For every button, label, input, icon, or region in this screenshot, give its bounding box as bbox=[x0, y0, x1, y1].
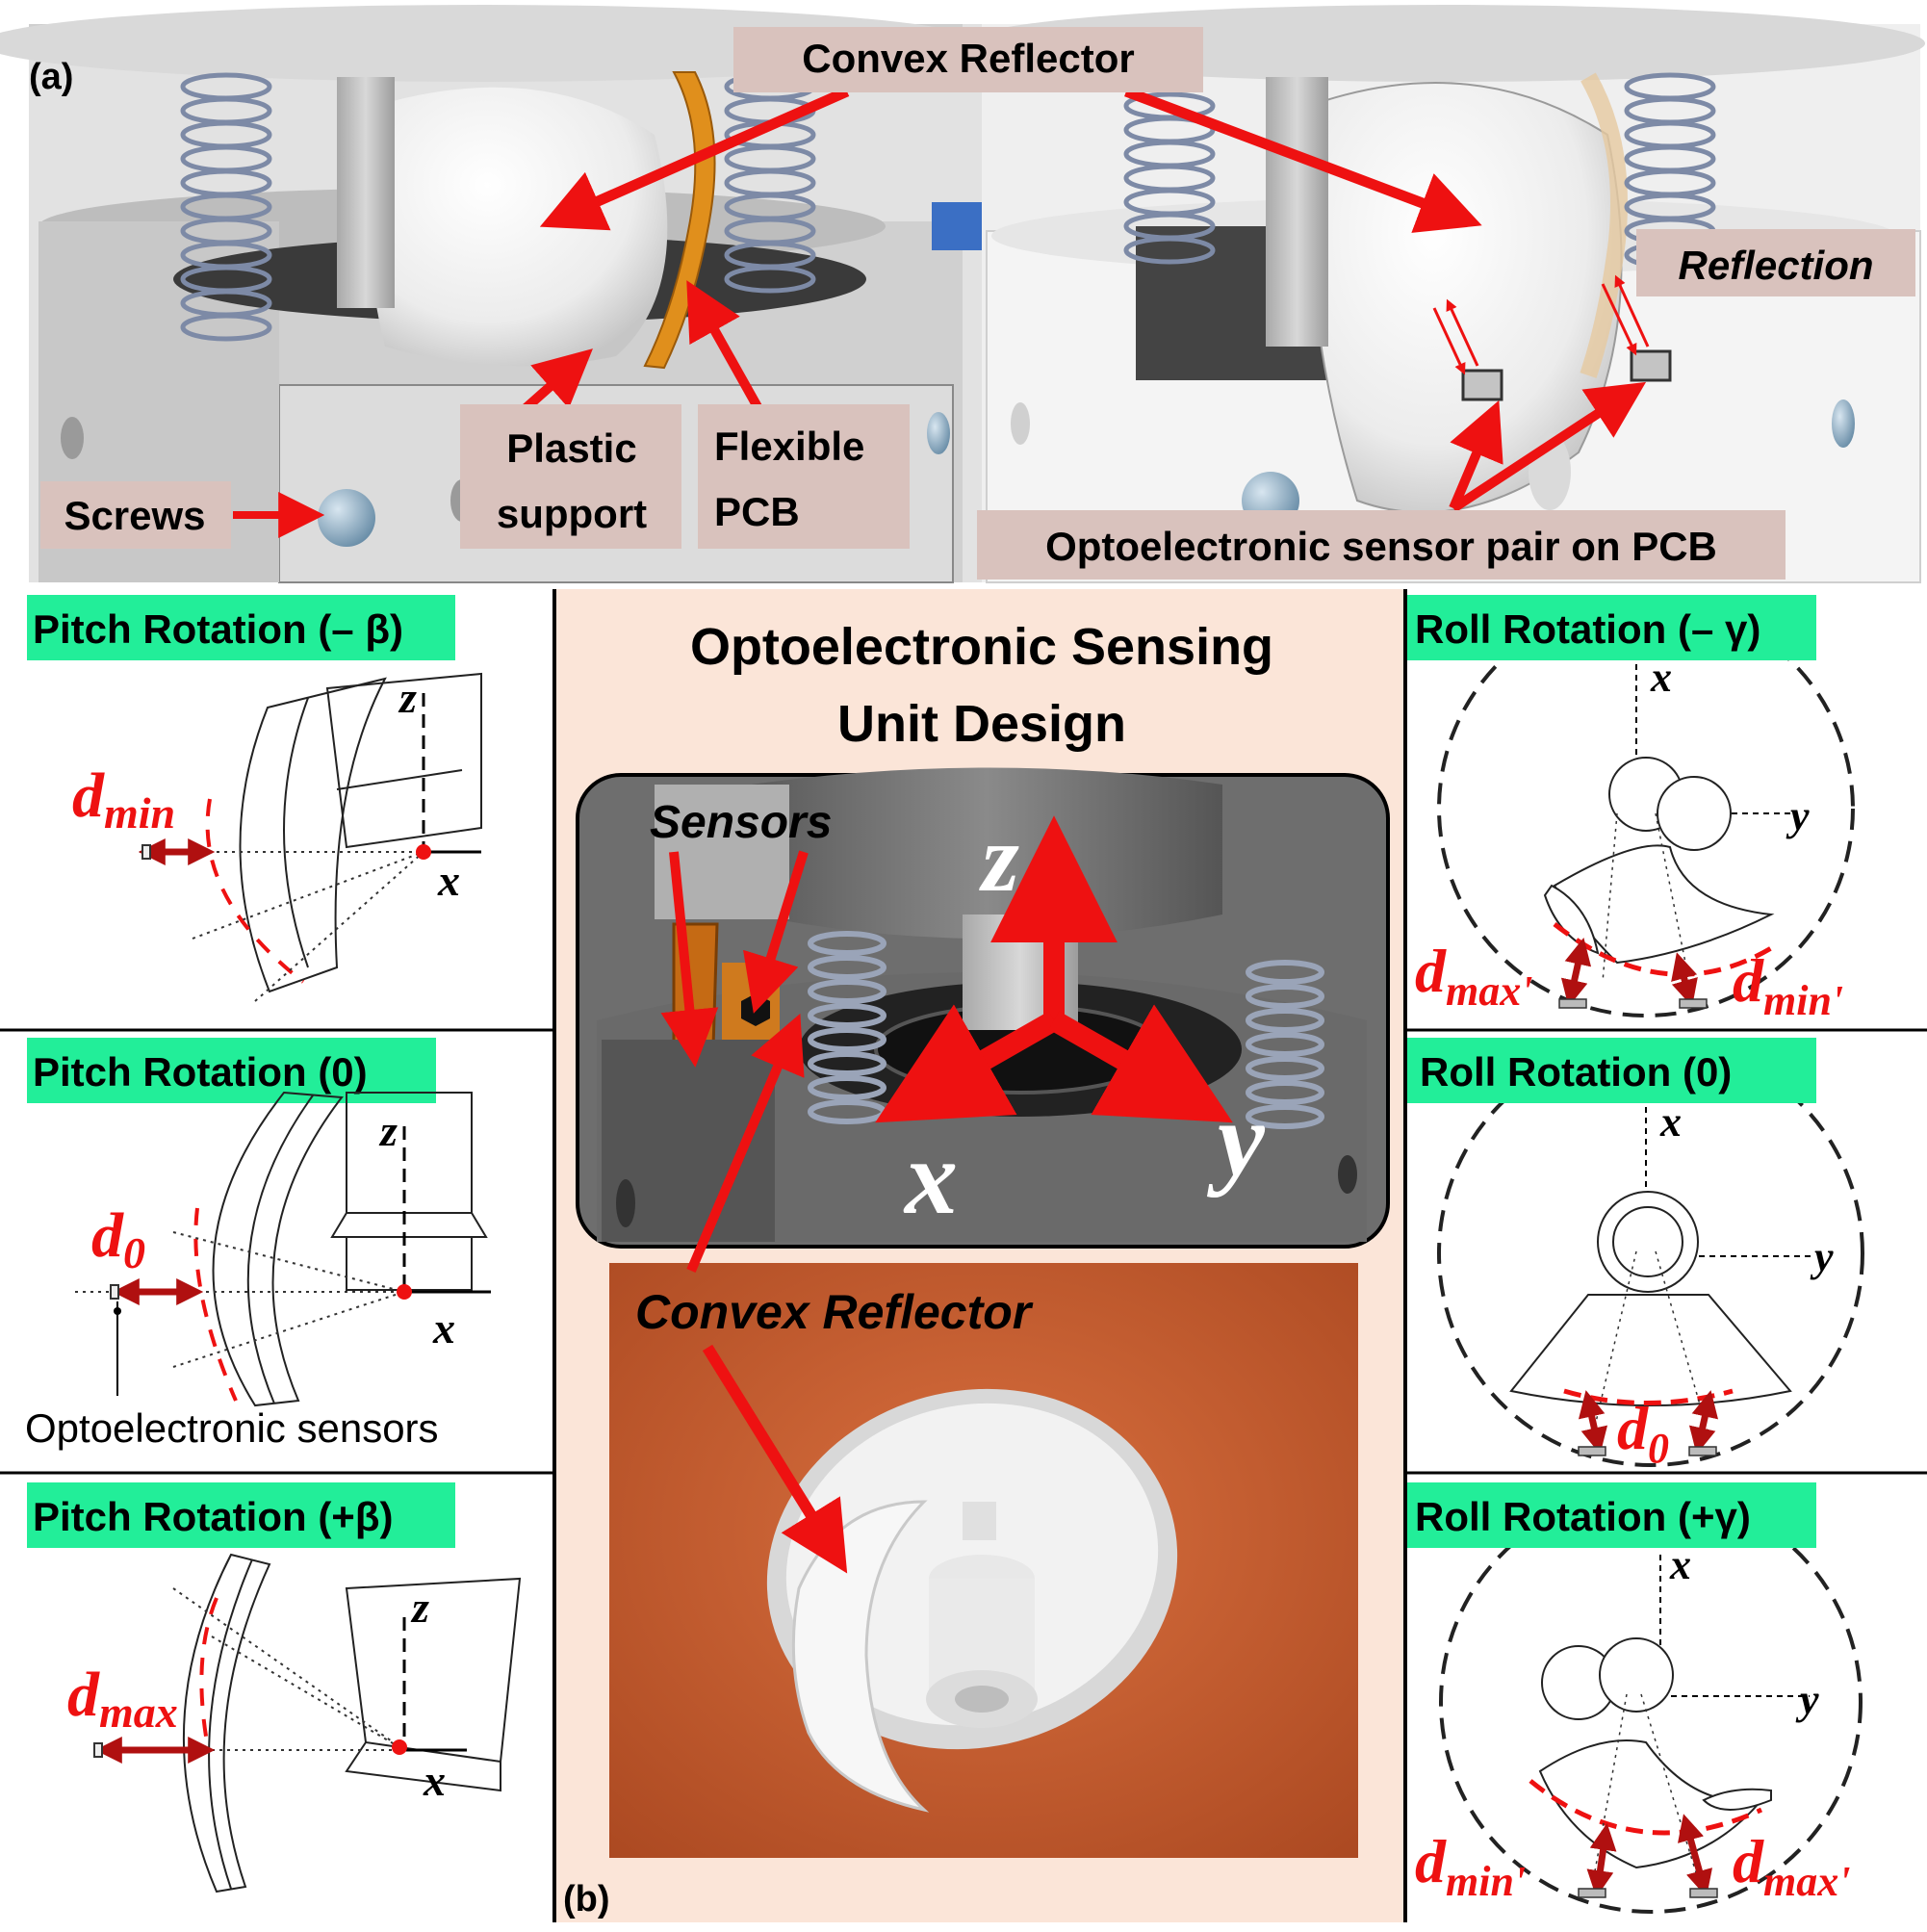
pitch-minus-title: Pitch Rotation (– β) bbox=[33, 606, 403, 652]
pitch-zero-axis-x: x bbox=[432, 1303, 455, 1352]
roll-plus: x y dmin' dmax' Roll Rotation (+γ) bbox=[1407, 1482, 1863, 1914]
spring-right-1 bbox=[1123, 91, 1216, 265]
roll-column: x y dmax' dmin' Roll Rotation (– γ) bbox=[1405, 595, 1927, 1914]
roll-zero: x y d0 Roll Rotation (0) bbox=[1407, 1038, 1864, 1472]
pitch-minus-axis-z: z bbox=[398, 673, 417, 722]
sensor-left bbox=[1461, 369, 1503, 401]
roll-zero-axis-x: x bbox=[1659, 1098, 1682, 1146]
panel-b-title-2: Unit Design bbox=[837, 695, 1126, 753]
roll-minus-title: Roll Rotation (– γ) bbox=[1415, 606, 1760, 652]
reflection-tag bbox=[1636, 229, 1915, 296]
pitch-zero-title: Pitch Rotation (0) bbox=[33, 1049, 368, 1095]
panel-a-label: (a) bbox=[29, 57, 73, 97]
pitch-plus-d: dmax bbox=[67, 1660, 178, 1737]
roll-plus-axis-x: x bbox=[1669, 1541, 1691, 1588]
roll-plus-title: Roll Rotation (+γ) bbox=[1415, 1494, 1751, 1539]
pitch-minus-axis-x: x bbox=[437, 856, 460, 905]
axis-z-label: z bbox=[979, 805, 1019, 912]
screw-hole bbox=[1011, 402, 1030, 445]
pitch-zero: Pitch Rotation (0) z x d0 Optoelectronic bbox=[25, 1038, 491, 1451]
axes-triad bbox=[875, 815, 1233, 1123]
axis-x-label: x bbox=[903, 1119, 958, 1236]
pitch-column: Pitch Rotation (– β) z x dmin Pitch Rota bbox=[0, 595, 554, 1893]
reflection-label: Reflection bbox=[1678, 243, 1873, 288]
sensor-pair-label: Optoelectronic sensor pair on PCB bbox=[1045, 524, 1717, 569]
flexible-pcb-tag bbox=[698, 404, 910, 549]
roll-zero-d: d0 bbox=[1617, 1394, 1669, 1472]
panel-b: Optoelectronic Sensing Unit Design bbox=[552, 589, 1407, 1922]
optoelectronic-sensors-label: Optoelectronic sensors bbox=[25, 1405, 439, 1451]
pitch-zero-d: d0 bbox=[91, 1200, 145, 1277]
spring-left-1 bbox=[180, 72, 272, 342]
pitch-minus-d: dmin bbox=[72, 760, 175, 837]
roll-minus: x y dmax' dmin' Roll Rotation (– γ) bbox=[1407, 595, 1855, 1024]
sensor-pair-tag bbox=[977, 510, 1786, 580]
roll-plus-axis-y: y bbox=[1795, 1676, 1819, 1723]
sensor-right bbox=[1630, 349, 1672, 382]
roll-zero-axis-y: y bbox=[1810, 1233, 1834, 1280]
pitch-plus: Pitch Rotation (+β) z x dmax bbox=[27, 1482, 522, 1893]
sensors-label: Sensors bbox=[650, 797, 832, 848]
screw-hole bbox=[61, 417, 84, 459]
convex-reflector-label: Convex Reflector bbox=[802, 36, 1134, 81]
convex-reflector-label-b: Convex Reflector bbox=[635, 1285, 1034, 1339]
roll-minus-axis-y: y bbox=[1786, 792, 1810, 839]
flexible-pcb-label-2: PCB bbox=[714, 489, 800, 534]
screw-hole bbox=[927, 412, 950, 454]
plastic-support-tag bbox=[460, 404, 681, 549]
panel-b-title-1: Optoelectronic Sensing bbox=[690, 618, 1273, 676]
pitch-minus: Pitch Rotation (– β) z x dmin bbox=[27, 595, 482, 1002]
screw-hole bbox=[1832, 399, 1855, 448]
flexible-pcb-label-1: Flexible bbox=[714, 424, 864, 469]
plastic-support-label-2: support bbox=[497, 491, 647, 536]
plastic-support-label-1: Plastic bbox=[506, 425, 636, 471]
roll-minus-d-right: dmin' bbox=[1733, 946, 1843, 1024]
screw-head bbox=[318, 489, 375, 547]
pitch-plus-axis-z: z bbox=[410, 1583, 429, 1632]
panel-a: (a) Convex Reflector Reflection Screws P… bbox=[0, 5, 1925, 583]
screws-label: Screws bbox=[64, 493, 205, 538]
roll-minus-d-left: dmax' bbox=[1415, 937, 1532, 1015]
roll-plus-d-left: dmin' bbox=[1415, 1827, 1526, 1905]
roll-plus-d-right: dmax' bbox=[1733, 1827, 1850, 1905]
roll-zero-title: Roll Rotation (0) bbox=[1420, 1049, 1732, 1095]
reflector-photo bbox=[609, 1263, 1358, 1858]
roll-minus-axis-x: x bbox=[1650, 654, 1672, 701]
pitch-zero-axis-z: z bbox=[378, 1106, 398, 1155]
pitch-plus-axis-x: x bbox=[423, 1756, 446, 1805]
panel-b-label: (b) bbox=[563, 1879, 610, 1919]
screws-tag bbox=[40, 481, 231, 549]
convex-reflector-tag bbox=[733, 27, 1203, 92]
pitch-plus-title: Pitch Rotation (+β) bbox=[33, 1494, 393, 1539]
